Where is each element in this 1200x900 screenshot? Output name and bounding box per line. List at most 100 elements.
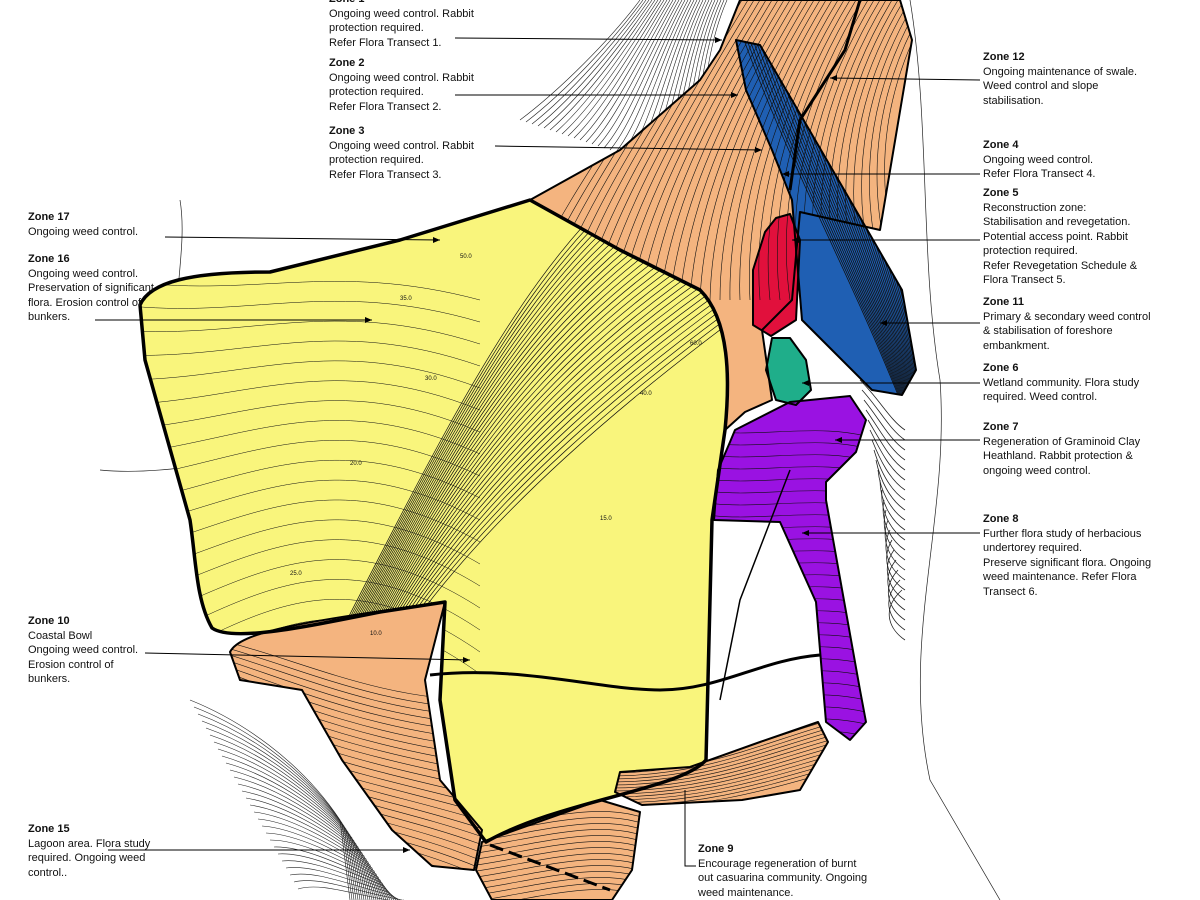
contour-line xyxy=(873,449,906,501)
contour-label: 50.0 xyxy=(460,254,472,260)
contour-line xyxy=(140,400,481,433)
contour-labels: 30.040.050.060.025.015.020.035.010.0 xyxy=(290,254,702,637)
zone-description-line: undertorey required. xyxy=(983,542,1083,554)
zone-description-line: Refer Flora Transect 3. xyxy=(329,168,442,181)
contour-line xyxy=(561,0,662,135)
contour-line xyxy=(579,0,671,141)
arrow-icon xyxy=(792,237,799,243)
contour-line xyxy=(609,0,686,151)
contour-line xyxy=(525,0,644,123)
contour-label: 25.0 xyxy=(290,571,302,577)
contour-line xyxy=(285,867,399,900)
contour-line xyxy=(888,589,906,641)
contour-line xyxy=(237,783,375,900)
contour-line xyxy=(476,859,640,879)
path-line xyxy=(719,469,791,701)
contour-line xyxy=(585,0,674,143)
zone-description-line: required. Ongoing weed xyxy=(28,852,146,864)
contour-line xyxy=(615,739,828,786)
zone-title: Zone 8 xyxy=(983,513,1019,525)
contour-line xyxy=(714,621,866,633)
zone-description-line: control.. xyxy=(28,866,68,879)
leader-line xyxy=(454,37,723,41)
zone-title: Zone 2 xyxy=(329,57,365,69)
zone-description-line: Ongoing weed control. xyxy=(28,644,139,656)
contour-line xyxy=(233,776,373,900)
zone-description-line: Coastal Bowl xyxy=(28,629,93,642)
contour-line xyxy=(201,720,357,900)
zone-area-red[interactable] xyxy=(753,214,800,336)
contour-label: 20.0 xyxy=(350,461,362,467)
contour-line xyxy=(615,727,828,777)
contour-line xyxy=(603,0,683,149)
zone-description-line: & stabilisation of foreshore xyxy=(983,325,1113,337)
contour-line xyxy=(297,886,404,900)
contour-line xyxy=(197,713,355,900)
contour-line xyxy=(615,763,828,804)
zone-description-line: Ongoing weed control. Rabbit xyxy=(329,71,474,84)
leader-line xyxy=(144,652,471,661)
arrow-icon xyxy=(463,657,470,663)
zone-description-line: Refer Flora Transect 4. xyxy=(983,168,1096,180)
zone-description-line: Ongoing weed control. xyxy=(28,267,139,280)
zone-description-line: Preserve significant flora. Ongoing xyxy=(983,556,1152,569)
zone-description-line: Flora Transect 5. xyxy=(983,274,1066,286)
zone-title: Zone 7 xyxy=(983,421,1019,433)
zone-area-teal[interactable] xyxy=(766,338,811,405)
contour-line xyxy=(744,40,906,395)
contour-line xyxy=(714,585,866,597)
contour-label: 15.0 xyxy=(600,516,612,522)
zone-description-line: weed maintenance. Refer Flora xyxy=(983,571,1137,583)
contour-line xyxy=(887,559,906,611)
arrow-icon xyxy=(830,75,837,81)
zone-boundary-divider xyxy=(429,653,821,692)
zone-title: Zone 12 xyxy=(983,51,1025,63)
contour-line xyxy=(213,741,363,900)
contour-line xyxy=(476,829,640,849)
zone-area-orangeBottom[interactable] xyxy=(476,800,640,900)
zone-description-line: Further flora study of herbacious xyxy=(983,527,1142,540)
zone-area-purple[interactable] xyxy=(714,396,866,740)
contour-line xyxy=(659,0,785,301)
contour-line xyxy=(531,0,647,125)
zone-description-line: Potential access point. Rabbit xyxy=(983,230,1128,243)
contour-line xyxy=(277,853,395,900)
contour-line xyxy=(225,762,369,900)
contour-line xyxy=(615,723,828,774)
contour-line xyxy=(639,0,773,301)
contour-line xyxy=(476,853,640,873)
contour-line xyxy=(886,549,906,601)
contour-line xyxy=(689,0,803,301)
zone-boundary-purple xyxy=(713,395,867,741)
zone-description-line: Heathland. Rabbit protection & xyxy=(983,450,1133,462)
contour-line xyxy=(140,279,481,301)
zone-description-line: Regeneration of Graminoid Clay xyxy=(983,435,1141,448)
contour-line xyxy=(877,469,906,521)
contour-line xyxy=(679,0,797,301)
zone-description-line: Refer Flora Transect 2. xyxy=(329,100,442,113)
zone-boundary-orangeTop xyxy=(529,0,913,431)
contour-line xyxy=(573,0,668,139)
zone-description-line: Stabilisation and revegetation. xyxy=(983,216,1131,228)
contour-line xyxy=(615,759,828,801)
contour-line xyxy=(140,360,481,389)
zone-boundary-teal xyxy=(765,337,812,406)
background-contours xyxy=(99,0,1001,900)
zone-description-line: ongoing weed control. xyxy=(983,464,1091,477)
zone-description-line: Primary & secondary weed control xyxy=(983,310,1151,323)
contour-line xyxy=(543,0,653,129)
contour-line xyxy=(597,0,680,147)
contour-line xyxy=(714,609,866,621)
zone-boundaries xyxy=(138,0,917,900)
zone-description-line: protection required. xyxy=(329,154,424,166)
zone-description-line: Ongoing maintenance of swale. xyxy=(983,65,1138,78)
contour-line xyxy=(249,804,381,900)
contour-line xyxy=(567,0,665,137)
contour-line xyxy=(871,439,906,491)
zone-description-line: Transect 6. xyxy=(983,585,1038,598)
